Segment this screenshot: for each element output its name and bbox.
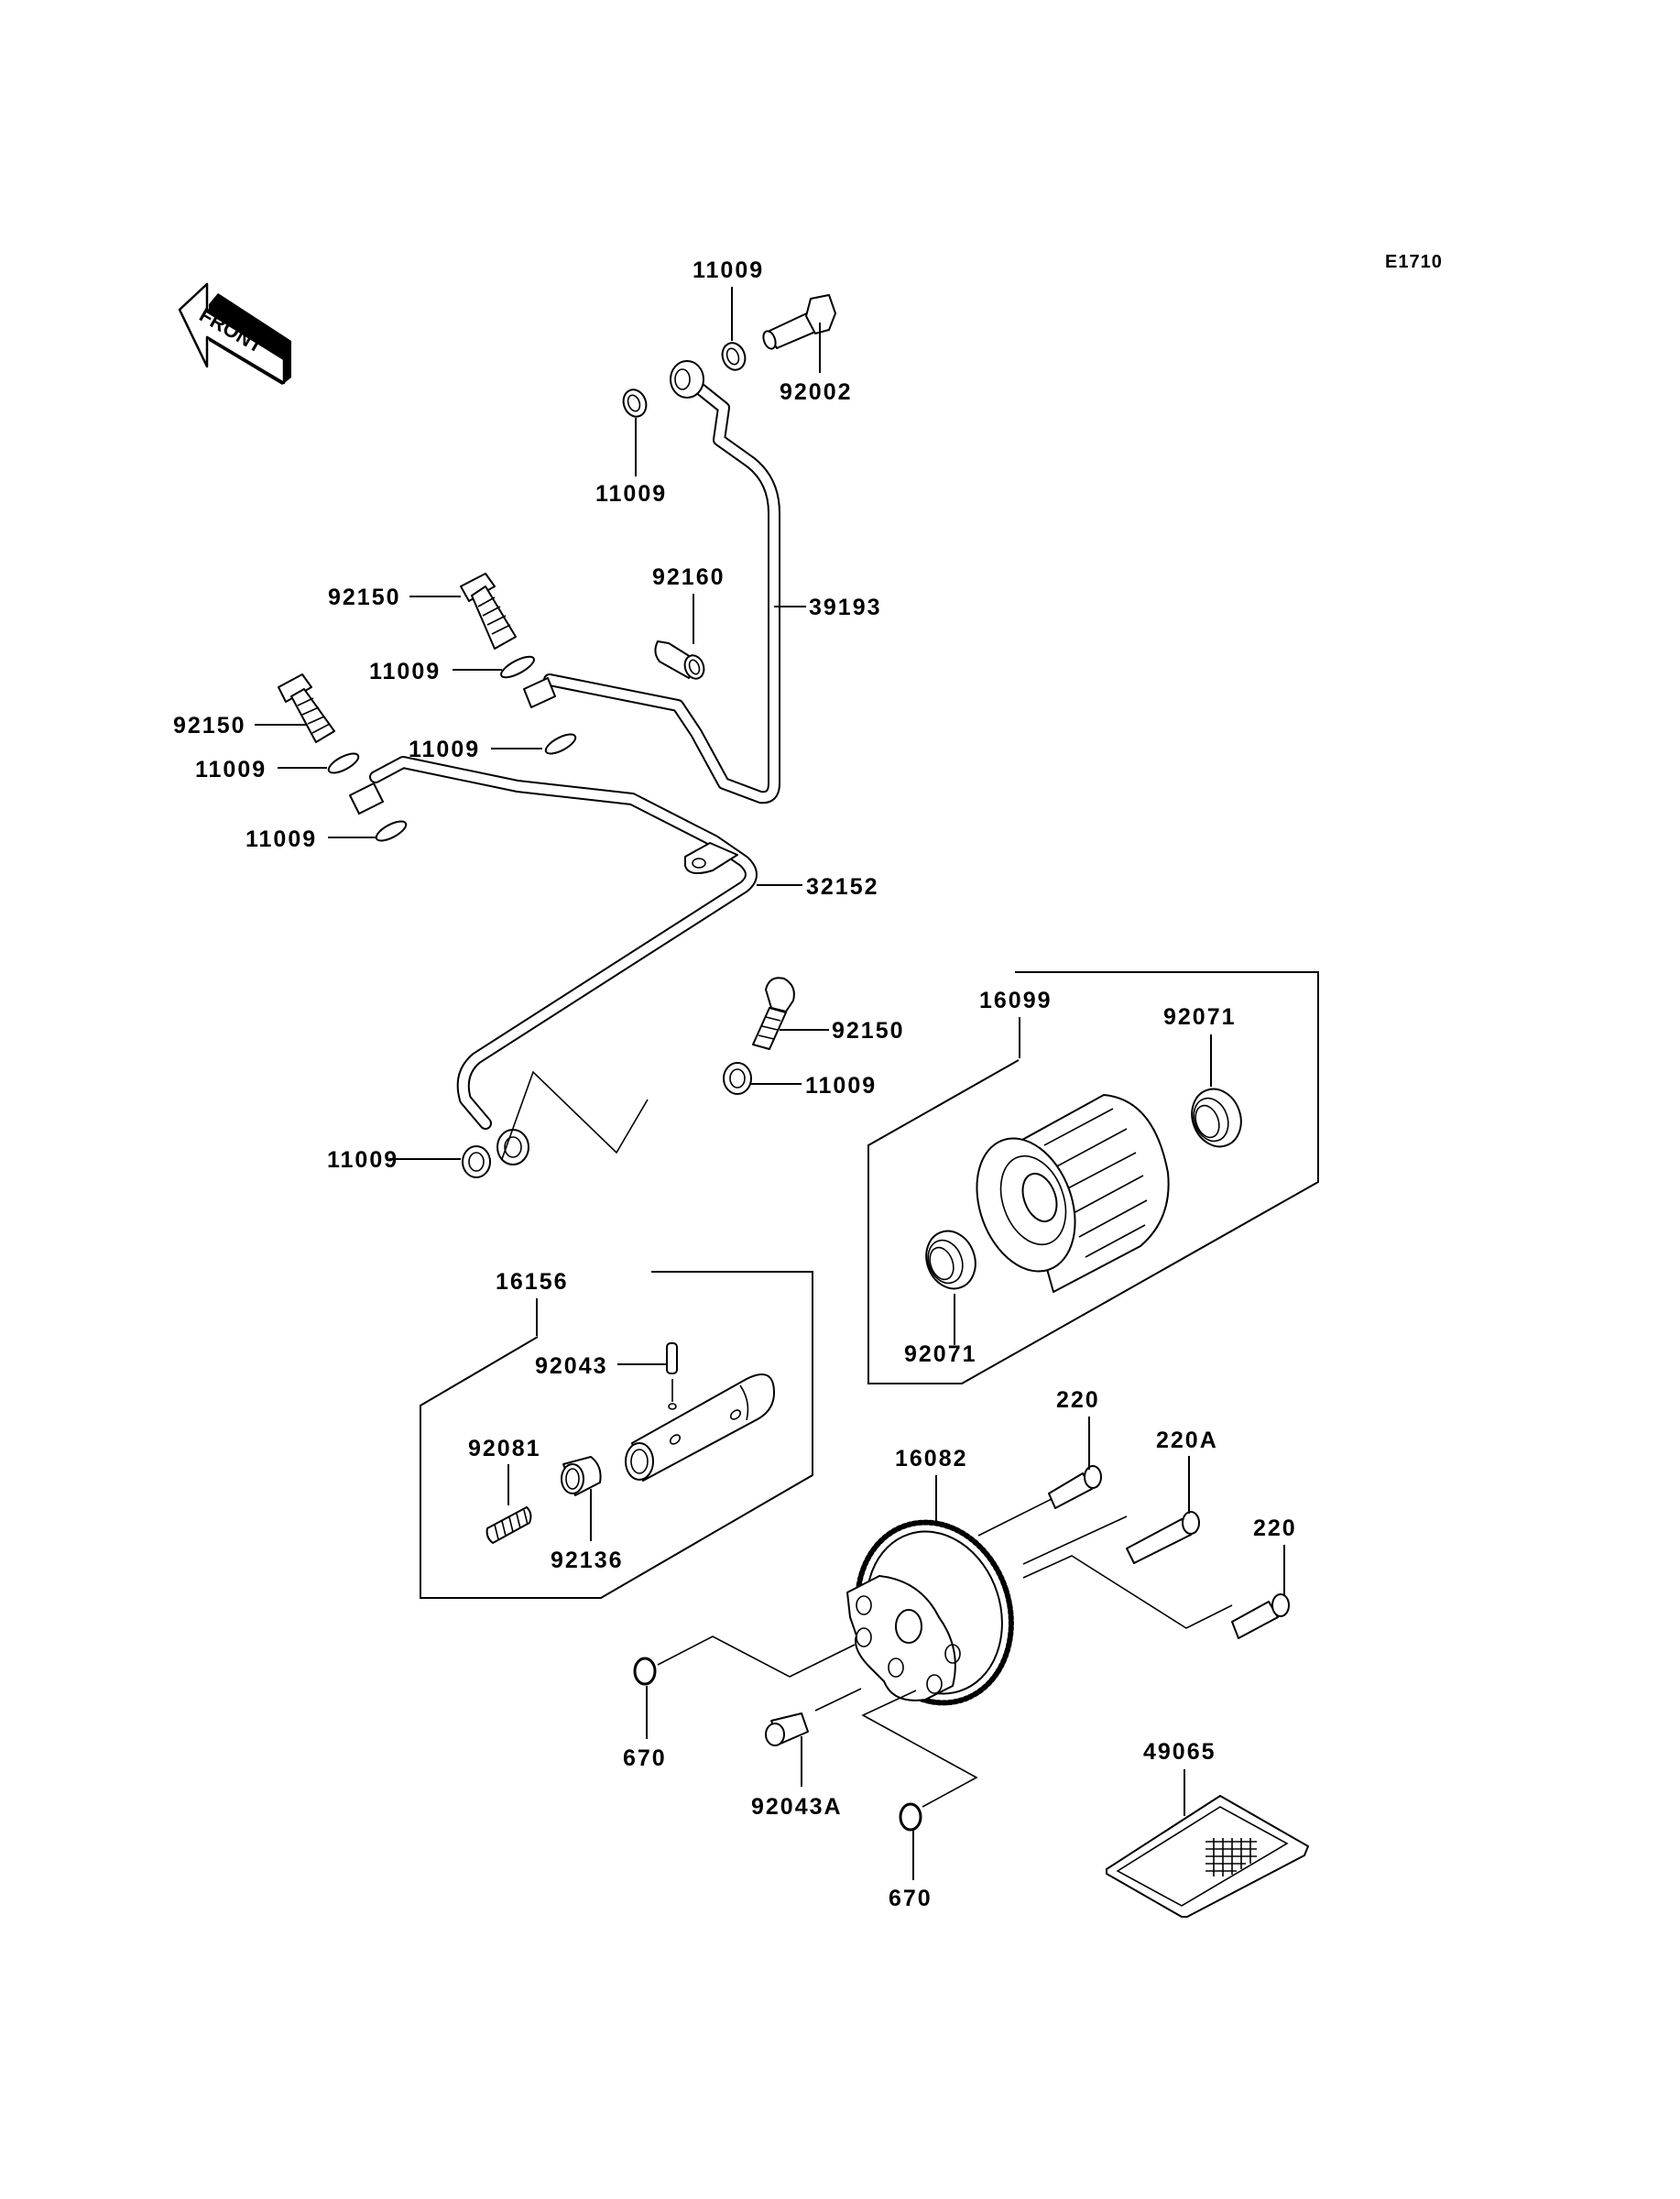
label-16156[interactable]: 16156 (496, 1269, 569, 1295)
oring-92071-top[interactable] (1184, 1082, 1249, 1154)
label-49065[interactable]: 49065 (1143, 1739, 1216, 1765)
pin-92043[interactable] (666, 1342, 678, 1410)
bolt-92150-c[interactable] (752, 977, 795, 1050)
label-11009-f[interactable]: 11009 (327, 1147, 398, 1173)
piston-92136[interactable] (561, 1456, 602, 1496)
label-92150-b[interactable]: 92150 (173, 713, 246, 738)
label-92002[interactable]: 92002 (780, 379, 853, 405)
bolt-220-b[interactable] (1231, 1593, 1290, 1639)
label-92071-bottom[interactable]: 92071 (904, 1341, 977, 1367)
banjo-bolt-92002[interactable] (761, 294, 836, 350)
bolt-92150-b[interactable] (278, 673, 335, 743)
oil-pipe-39193[interactable] (523, 360, 780, 804)
bolt-220A[interactable] (1126, 1511, 1200, 1564)
label-220-b[interactable]: 220 (1253, 1515, 1297, 1541)
spacer-92160[interactable] (654, 640, 706, 682)
washer-11009-b[interactable] (326, 749, 361, 776)
label-32152[interactable]: 32152 (806, 874, 879, 900)
label-92150-c[interactable]: 92150 (832, 1018, 905, 1044)
label-11009-b[interactable]: 11009 (195, 757, 267, 782)
label-16099[interactable]: 16099 (979, 988, 1053, 1013)
label-92150-a[interactable]: 92150 (328, 585, 401, 610)
washer-11009-c[interactable] (543, 730, 578, 757)
front-arrow-icon: FRONT (178, 282, 291, 385)
oring-670-bottom[interactable] (899, 1802, 922, 1832)
label-11009-c[interactable]: 11009 (409, 737, 480, 762)
label-92043A[interactable]: 92043A (751, 1794, 843, 1820)
bolt-92150-a[interactable] (460, 573, 517, 650)
washer-11009-top-2[interactable] (620, 387, 650, 420)
label-11009-e[interactable]: 11009 (805, 1073, 877, 1099)
oil-filter[interactable] (959, 1094, 1170, 1293)
filter-kit-frame (867, 971, 1319, 1384)
washer-11009-f[interactable] (462, 1145, 491, 1178)
label-92136[interactable]: 92136 (551, 1548, 624, 1573)
label-11009-top-2[interactable]: 11009 (595, 481, 667, 507)
oil-pipe-32152[interactable] (349, 756, 758, 1165)
oring-670-left[interactable] (633, 1657, 657, 1686)
spring-92081[interactable] (485, 1506, 532, 1544)
dowel-92043A[interactable] (765, 1712, 809, 1746)
relief-valve-kit-frame (420, 1271, 813, 1599)
relief-valve-body[interactable] (625, 1373, 775, 1482)
washer-11009-d[interactable] (374, 817, 409, 844)
label-92081[interactable]: 92081 (468, 1436, 541, 1461)
bolt-220-a[interactable] (1048, 1465, 1102, 1509)
screen-49065[interactable] (1106, 1795, 1309, 1918)
label-16082[interactable]: 16082 (895, 1446, 968, 1471)
label-11009-top-1[interactable]: 11009 (693, 257, 764, 283)
label-92071-top[interactable]: 92071 (1163, 1004, 1237, 1030)
label-670-left[interactable]: 670 (623, 1745, 667, 1771)
label-11009-a[interactable]: 11009 (369, 659, 441, 684)
oil-pump-16082[interactable] (835, 1503, 1034, 1723)
label-670-bottom[interactable]: 670 (889, 1886, 933, 1911)
label-39193[interactable]: 39193 (809, 595, 882, 620)
label-92160[interactable]: 92160 (652, 564, 725, 590)
washer-11009-a[interactable] (498, 652, 537, 681)
oring-92071-bottom[interactable] (919, 1224, 984, 1296)
label-92043[interactable]: 92043 (535, 1353, 608, 1379)
label-220-a[interactable]: 220 (1056, 1387, 1100, 1413)
label-220A[interactable]: 220A (1156, 1428, 1218, 1453)
washer-11009-top-1[interactable] (719, 340, 749, 373)
diagram-code: E1710 (1385, 252, 1443, 272)
label-11009-d[interactable]: 11009 (245, 826, 317, 852)
washer-11009-e[interactable] (723, 1062, 752, 1095)
